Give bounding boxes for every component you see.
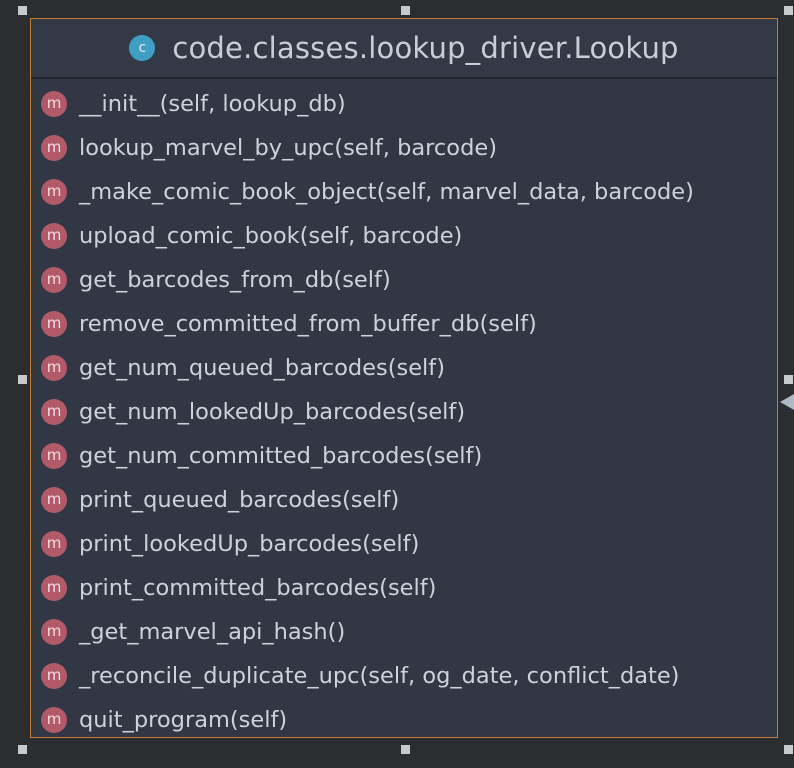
method-icon: m xyxy=(41,531,67,557)
method-icon: m xyxy=(41,443,67,469)
resize-handle-bottom-right[interactable] xyxy=(784,745,793,754)
resize-handle-middle-left[interactable] xyxy=(18,375,27,384)
method-row[interactable]: m get_barcodes_from_db(self) xyxy=(31,258,777,302)
method-row[interactable]: m get_num_lookedUp_barcodes(self) xyxy=(31,390,777,434)
resize-handle-bottom-center[interactable] xyxy=(401,745,410,754)
method-label: get_num_committed_barcodes(self) xyxy=(79,443,483,469)
method-row[interactable]: m quit_program(self) xyxy=(31,698,777,742)
method-icon: m xyxy=(41,707,67,733)
class-title: code.classes.lookup_driver.Lookup xyxy=(172,31,679,65)
method-row[interactable]: m _make_comic_book_object(self, marvel_da… xyxy=(31,170,777,214)
method-icon: m xyxy=(41,223,67,249)
method-row[interactable]: m get_num_queued_barcodes(self) xyxy=(31,346,777,390)
resize-handle-middle-right[interactable] xyxy=(784,375,793,384)
method-icon: m xyxy=(41,487,67,513)
method-label: lookup_marvel_by_upc(self, barcode) xyxy=(79,135,497,161)
class-icon: c xyxy=(129,35,156,61)
method-row[interactable]: m upload_comic_book(self, barcode) xyxy=(31,214,777,258)
method-row[interactable]: m remove_committed_from_buffer_db(self) xyxy=(31,302,777,346)
method-label: print_lookedUp_barcodes(self) xyxy=(79,531,420,557)
method-row[interactable]: m print_committed_barcodes(self) xyxy=(31,566,777,610)
method-icon: m xyxy=(41,399,67,425)
method-icon: m xyxy=(41,91,67,117)
method-row[interactable]: m get_num_committed_barcodes(self) xyxy=(31,434,777,478)
method-icon: m xyxy=(41,179,67,205)
method-label: __init__(self, lookup_db) xyxy=(79,91,346,117)
method-label: _make_comic_book_object(self, marvel_dat… xyxy=(79,179,694,205)
method-row[interactable]: m _reconcile_duplicate_upc(self, og_date,… xyxy=(31,654,777,698)
method-row[interactable]: m _get_marvel_api_hash() xyxy=(31,610,777,654)
method-icon: m xyxy=(41,355,67,381)
method-icon: m xyxy=(41,663,67,689)
class-header: c code.classes.lookup_driver.Lookup xyxy=(31,19,777,79)
method-icon: m xyxy=(41,135,67,161)
resize-handle-top-right[interactable] xyxy=(784,6,793,15)
method-icon: m xyxy=(41,267,67,293)
method-label: _reconcile_duplicate_upc(self, og_date, … xyxy=(79,663,680,689)
method-label: print_committed_barcodes(self) xyxy=(79,575,437,601)
method-label: print_queued_barcodes(self) xyxy=(79,487,400,513)
method-label: _get_marvel_api_hash() xyxy=(79,619,346,645)
method-icon: m xyxy=(41,619,67,645)
resize-handle-top-left[interactable] xyxy=(18,6,27,15)
inheritance-arrow-icon xyxy=(780,394,794,410)
method-row[interactable]: m lookup_marvel_by_upc(self, barcode) xyxy=(31,126,777,170)
method-row[interactable]: m print_lookedUp_barcodes(self) xyxy=(31,522,777,566)
method-label: remove_committed_from_buffer_db(self) xyxy=(79,311,537,337)
method-label: upload_comic_book(self, barcode) xyxy=(79,223,463,249)
method-label: get_barcodes_from_db(self) xyxy=(79,267,391,293)
method-icon: m xyxy=(41,311,67,337)
method-row[interactable]: m __init__(self, lookup_db) xyxy=(31,82,777,126)
method-row[interactable]: m print_queued_barcodes(self) xyxy=(31,478,777,522)
method-label: get_num_lookedUp_barcodes(self) xyxy=(79,399,466,425)
method-icon: m xyxy=(41,575,67,601)
resize-handle-bottom-left[interactable] xyxy=(18,745,27,754)
method-label: get_num_queued_barcodes(self) xyxy=(79,355,446,381)
resize-handle-top-center[interactable] xyxy=(401,6,410,15)
class-box[interactable]: c code.classes.lookup_driver.Lookup m __i… xyxy=(30,18,778,738)
method-label: quit_program(self) xyxy=(79,707,288,733)
